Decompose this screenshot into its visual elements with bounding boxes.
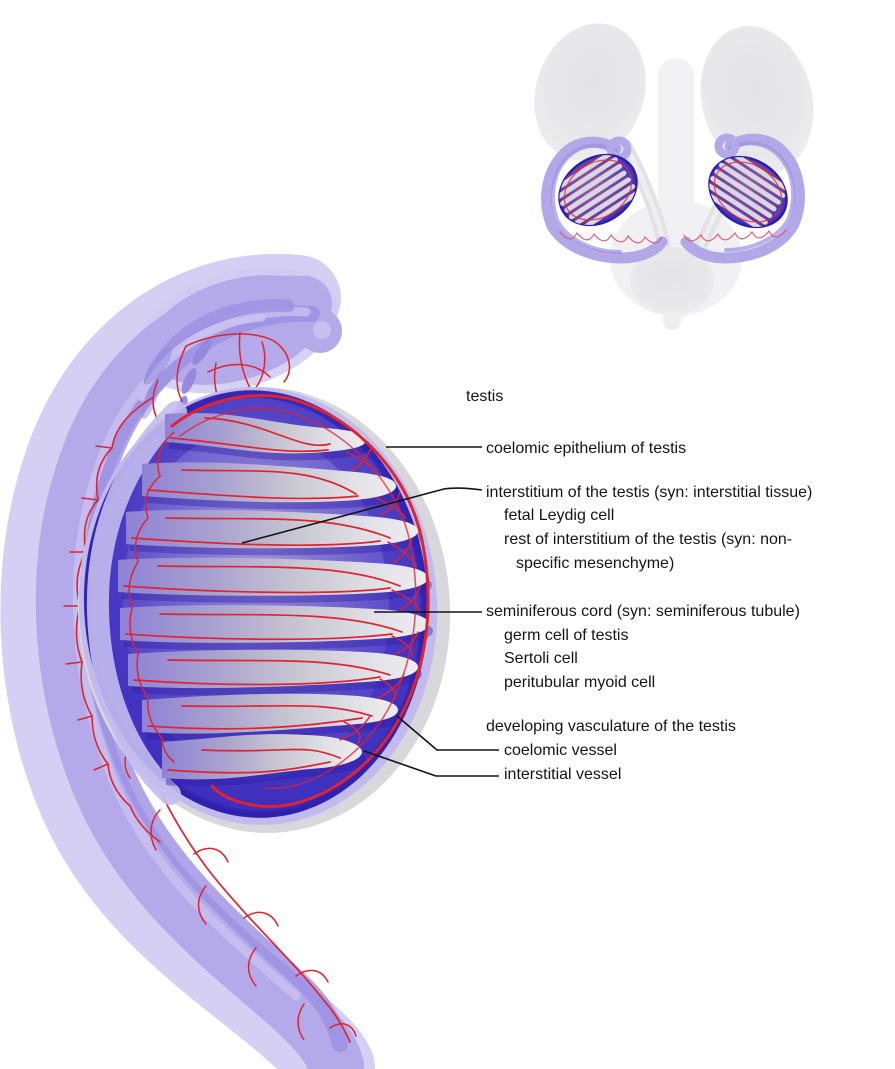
label-fetal-leydig-cell: fetal Leydig cell — [504, 507, 615, 524]
left-capillary-chain — [128, 431, 175, 763]
label-testis: testis — [466, 388, 504, 405]
overview-left-kidney — [534, 23, 646, 161]
leader-coelomic-vessel — [396, 715, 499, 751]
label-rest-of-interstitium-line2: specific mesenchyme) — [516, 555, 675, 572]
testis-vessels — [123, 394, 430, 809]
label-interstitial-vessel: interstitial vessel — [504, 766, 622, 783]
overview-right-mesonephros — [680, 133, 805, 264]
leader-lines — [241, 446, 499, 777]
mesonephros — [0, 253, 375, 1069]
label-peritubular-myoid-cell: peritubular myoid cell — [504, 674, 656, 691]
label-sertoli-cell: Sertoli cell — [504, 650, 578, 667]
overview-bladder — [630, 247, 714, 315]
label-coelomic-vessel: coelomic vessel — [504, 742, 617, 759]
overview-figure — [534, 23, 814, 330]
label-coelomic-epithelium: coelomic epithelium of testis — [486, 440, 687, 457]
coelomic-vessel-branch — [179, 408, 417, 790]
main-figure — [0, 253, 451, 1069]
label-germ-cell: germ cell of testis — [504, 627, 629, 644]
label-interstitium: interstitium of the testis (syn: interst… — [486, 484, 813, 501]
label-seminiferous-cord: seminiferous cord (syn: seminiferous tub… — [486, 603, 800, 620]
overview-left-testis — [551, 149, 640, 233]
label-developing-vasculature: developing vasculature of the testis — [486, 718, 736, 735]
overview-right-testis — [701, 147, 790, 232]
leader-interstitium — [241, 487, 483, 544]
interstitial-vessels — [123, 417, 403, 774]
overview-urethra — [663, 310, 681, 330]
label-rest-of-interstitium-line1: rest of interstitium of the testis (syn:… — [504, 531, 793, 548]
leader-interstitial-vessel — [363, 750, 499, 777]
coelomic-vessel — [170, 394, 430, 809]
